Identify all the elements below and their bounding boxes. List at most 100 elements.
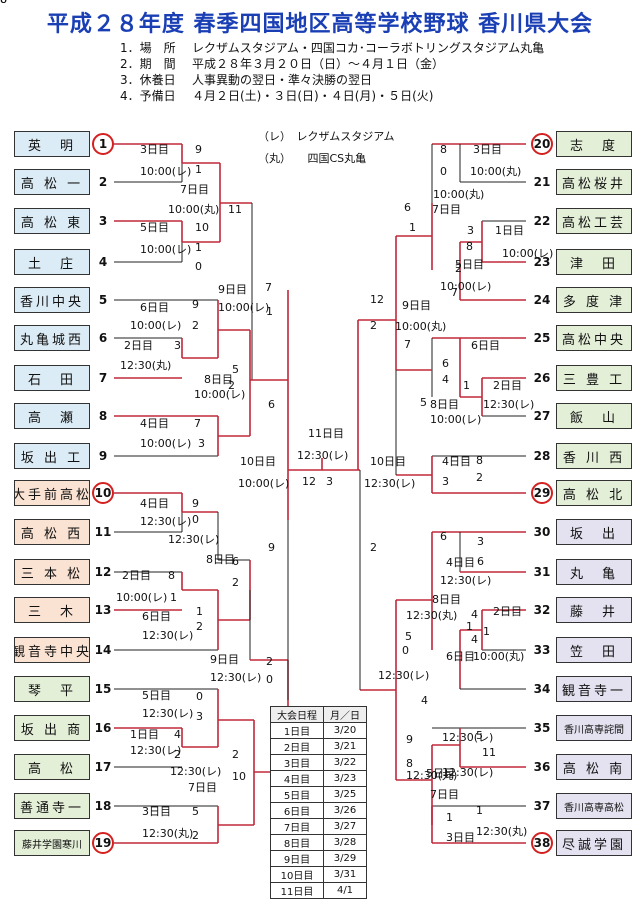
match-label: 10:00(レ): [140, 437, 192, 450]
match-label: 6: [0, 0, 7, 6]
schedule-date: 3/29: [323, 850, 367, 867]
team-number: 32: [533, 603, 551, 617]
team-box: 丸亀城西: [14, 325, 90, 351]
match-label: 2: [476, 471, 483, 484]
tournament-info: 1．場 所レクザムスタジアム・四国コカ･コーラボトリングスタジアム丸亀 2．期 …: [120, 40, 544, 104]
team-box: 高 松 西: [14, 519, 90, 545]
match-label: 10:00(丸): [433, 188, 485, 201]
match-label: 7日目: [432, 203, 461, 216]
match-label: 8: [406, 757, 413, 770]
team-number: 16: [94, 721, 112, 735]
match-label: 0: [196, 690, 203, 703]
venue-legend-marugame: （丸） 四国CS丸亀: [258, 152, 367, 165]
team-box: 藤 井: [556, 597, 632, 623]
page-title: 平成２８年度 春季四国地区高等学校野球 香川県大会: [46, 12, 594, 37]
team-number: 25: [533, 331, 551, 345]
team-number: 30: [533, 525, 551, 539]
team-box: 高 松 東: [14, 208, 90, 234]
team-number: 12: [94, 565, 112, 579]
match-label: 8日目: [206, 553, 235, 566]
schedule-day: 8日目: [270, 834, 324, 851]
schedule-header-date: 月／日: [323, 706, 367, 723]
team-number: 26: [533, 371, 551, 385]
match-label: 0: [266, 673, 273, 686]
match-label: 12:30(丸): [406, 769, 458, 782]
match-label: 11日目: [308, 427, 344, 440]
seed-number: 29: [531, 482, 553, 504]
schedule-date: 3/22: [323, 754, 367, 771]
match-label: 6日目: [446, 650, 475, 663]
match-label: 9日目: [210, 653, 239, 666]
match-label: 10: [195, 221, 209, 234]
team-box: 土 庄: [14, 249, 90, 275]
match-label: 10:00(レ): [130, 319, 182, 332]
team-box: 志 度: [556, 131, 632, 157]
match-label: 2: [192, 829, 199, 842]
team-box: 三 本 松: [14, 559, 90, 585]
match-label: 12:30(レ): [140, 515, 192, 528]
match-label: 10日目: [370, 455, 406, 468]
match-label: 10:00(レ): [502, 247, 554, 260]
team-box: 観音寺一: [556, 676, 632, 702]
match-label: 6: [268, 398, 275, 411]
team-box: 香川中央: [14, 287, 90, 313]
match-label: 1: [195, 241, 202, 254]
team-number: 5: [98, 293, 108, 307]
match-label: 1: [409, 221, 416, 234]
match-label: 7: [265, 281, 272, 294]
team-box: 坂 出: [556, 519, 632, 545]
team-number: 27: [533, 409, 551, 423]
team-number: 31: [533, 565, 551, 579]
match-label: 10: [232, 770, 246, 783]
team-box: 尽誠学園: [556, 830, 632, 856]
match-label: 3: [174, 339, 181, 352]
team-number: 17: [94, 760, 112, 774]
match-label: 12:30(丸): [406, 609, 458, 622]
match-label: 12:30(レ): [142, 629, 194, 642]
team-number: 36: [533, 760, 551, 774]
schedule-day: 9日目: [270, 850, 324, 867]
team-box: 三 豊 工: [556, 365, 632, 391]
match-label: 12: [370, 293, 384, 306]
schedule-date: 3/23: [323, 770, 367, 787]
match-label: 10:00(レ): [430, 413, 482, 426]
match-label: 2: [196, 620, 203, 633]
match-label: 8: [466, 240, 473, 253]
match-label: 1: [483, 625, 490, 638]
match-label: 9日目: [402, 299, 431, 312]
team-number: 24: [533, 293, 551, 307]
seed-number: 20: [531, 133, 553, 155]
match-label: 5日目: [455, 258, 484, 271]
match-label: 3: [196, 710, 203, 723]
team-number: 2: [98, 175, 108, 189]
match-label: 12: [302, 475, 316, 488]
match-label: 1日目: [495, 224, 524, 237]
team-number: 14: [94, 643, 112, 657]
team-box: 坂 出 工: [14, 443, 90, 469]
match-label: 10:00(レ): [194, 388, 246, 401]
schedule-date: 3/26: [323, 802, 367, 819]
match-label: 1: [170, 591, 177, 604]
match-label: 12:30(丸): [476, 825, 528, 838]
match-label: 8日目: [432, 593, 461, 606]
match-label: 6日目: [471, 339, 500, 352]
match-label: 9: [192, 298, 199, 311]
team-box: 観音寺中央: [14, 637, 90, 663]
team-number: 21: [533, 175, 551, 189]
match-label: 6: [440, 530, 447, 543]
team-box: 英 明: [14, 131, 90, 157]
team-box: 大手前高松: [14, 480, 90, 506]
match-label: 10:00(レ): [116, 591, 168, 604]
match-label: 1: [466, 620, 473, 633]
match-label: 9: [195, 143, 202, 156]
team-box: 三 木: [14, 597, 90, 623]
team-box: 高松桜井: [556, 169, 632, 195]
team-box: 笠 田: [556, 637, 632, 663]
match-label: 6: [442, 357, 449, 370]
team-box: 香 川 西: [556, 443, 632, 469]
match-label: 6日目: [140, 301, 169, 314]
schedule-date: 3/31: [323, 866, 367, 883]
